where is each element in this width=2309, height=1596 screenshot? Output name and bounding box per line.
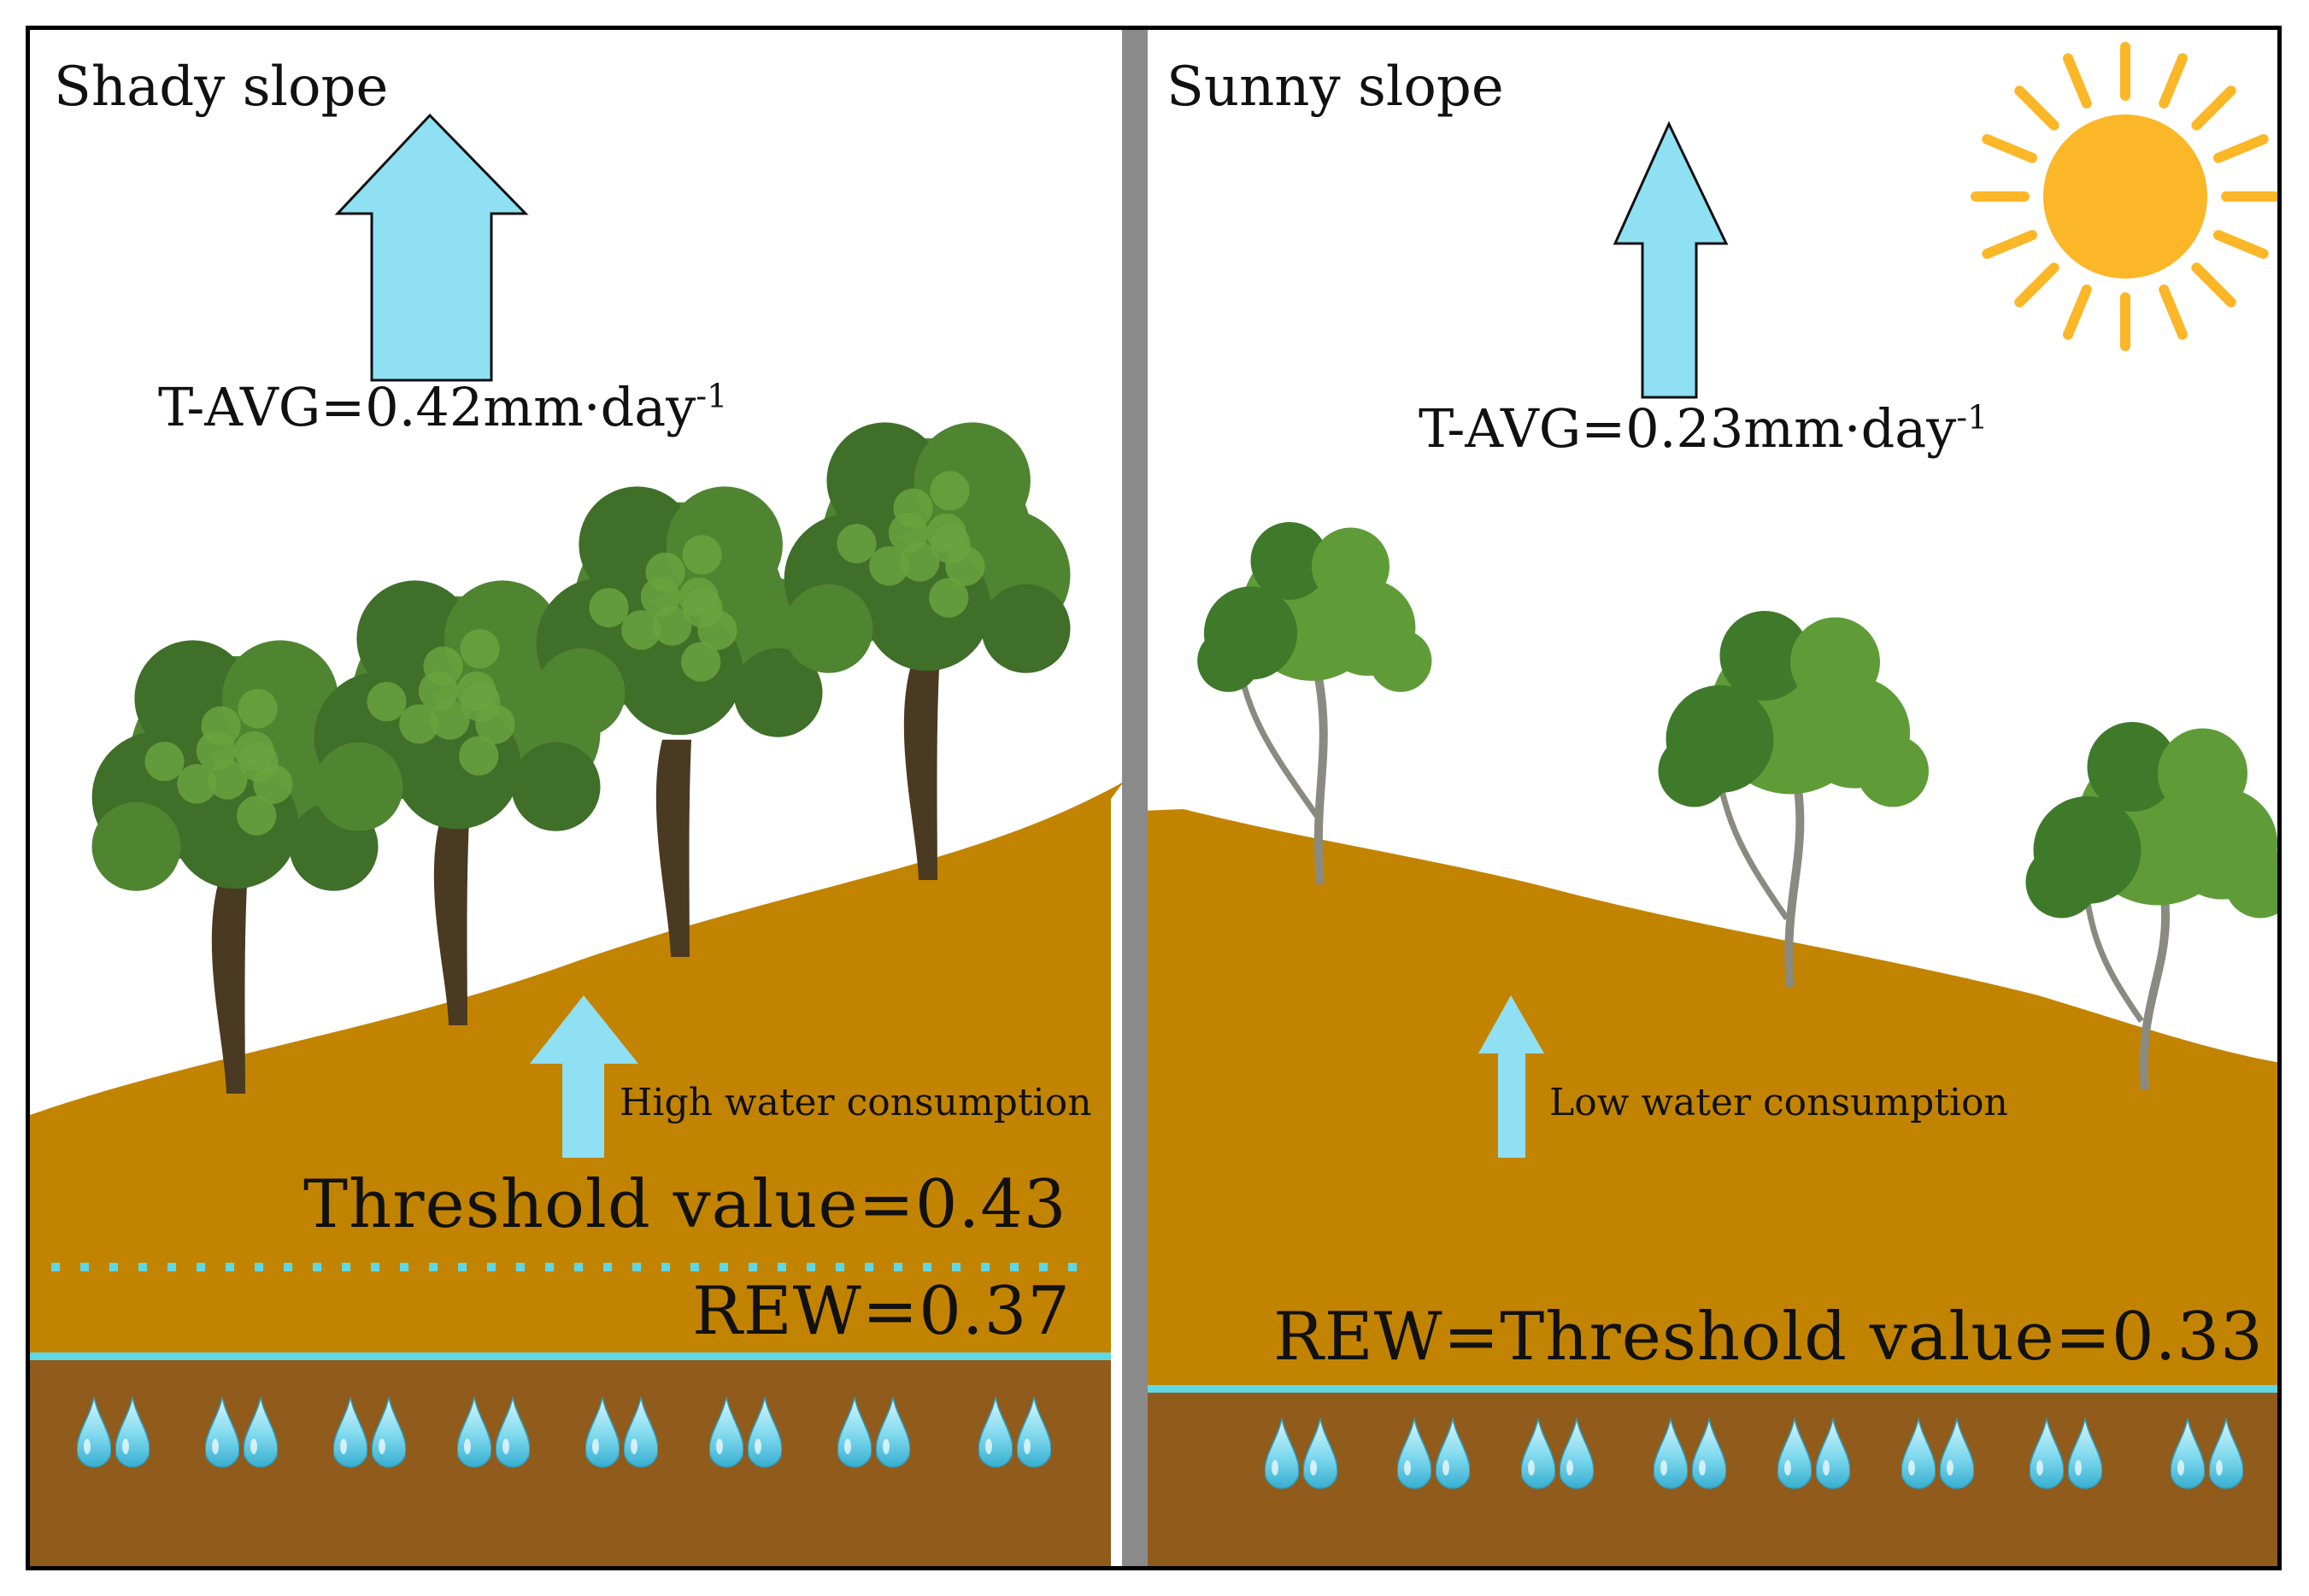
- tree-icon: [314, 580, 601, 1025]
- shady-t-avg-label: T-AVG=0.42mm·day-1: [158, 376, 728, 438]
- sunny-slope-title: Sunny slope: [1166, 56, 1504, 119]
- sunny-rew-line: [1141, 1385, 2277, 1393]
- scene-graphic: [30, 30, 2277, 1566]
- tree-icon: [536, 486, 823, 957]
- low-water-consumption-label: Low water consumption: [1549, 1081, 2008, 1124]
- arrow-up-icon: [1478, 995, 1544, 1158]
- tree-icon: [2025, 722, 2277, 1090]
- panel-divider: [1122, 30, 1148, 1566]
- sunny-t-avg-exponent: -1: [1956, 398, 1989, 437]
- shady-slope-groundwater-layer: [30, 1358, 1111, 1566]
- arrow-up-icon: [1613, 120, 1729, 399]
- tree-icon: [784, 422, 1071, 880]
- arrow-up-icon: [530, 995, 638, 1158]
- tree-icon: [1658, 611, 1929, 988]
- shady-t-avg-exponent: -1: [696, 377, 728, 415]
- sun-icon: [1971, 42, 2277, 351]
- shady-slope-title: Shady slope: [54, 56, 389, 119]
- tree-icon: [91, 640, 379, 1094]
- threshold-value-label: Threshold value=0.43: [303, 1166, 1067, 1243]
- high-water-consumption-label: High water consumption: [620, 1081, 1092, 1124]
- rew-value-label: REW=0.37: [692, 1273, 1071, 1350]
- rew-threshold-value-label: REW=Threshold value=0.33: [1273, 1299, 2264, 1376]
- diagram-frame: Shady slope Sunny slope T-AVG=0.42mm·day…: [26, 26, 2282, 1570]
- sunny-slope-soil: [1141, 809, 2277, 1390]
- tree-icon: [1197, 522, 1432, 885]
- arrow-up-icon: [334, 113, 529, 382]
- shady-rew-line: [30, 1352, 1111, 1360]
- sunny-t-avg-label: T-AVG=0.23mm·day-1: [1419, 397, 1989, 460]
